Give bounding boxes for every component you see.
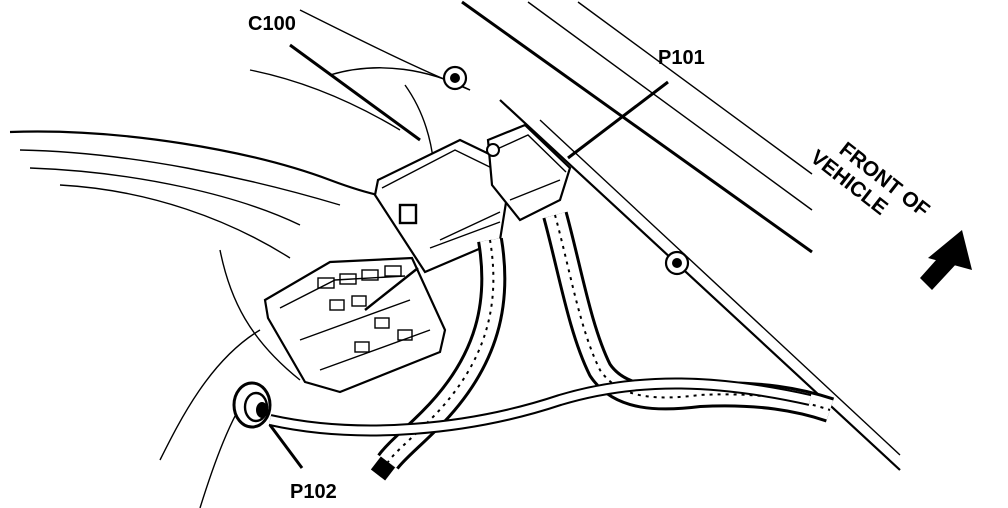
label-p102: P102 (290, 481, 337, 503)
connector-c100 (373, 138, 514, 274)
leader-p102 (268, 424, 304, 469)
bolt-upper (442, 65, 468, 91)
label-c100: C100 (248, 13, 296, 35)
bolt-lower (664, 250, 690, 276)
front-of-vehicle-label: FRONT OF VEHICLE (806, 138, 934, 222)
arrow-down-right-icon (920, 230, 972, 290)
harness-left (370, 237, 507, 481)
label-p101: P101 (658, 47, 705, 69)
wire-p102 (268, 377, 812, 437)
leader-p101 (567, 80, 669, 160)
module-block (263, 256, 447, 394)
leader-module (364, 267, 419, 311)
leader-c100 (289, 43, 421, 142)
connector-p101 (486, 123, 572, 222)
grommet-p102 (232, 381, 272, 429)
